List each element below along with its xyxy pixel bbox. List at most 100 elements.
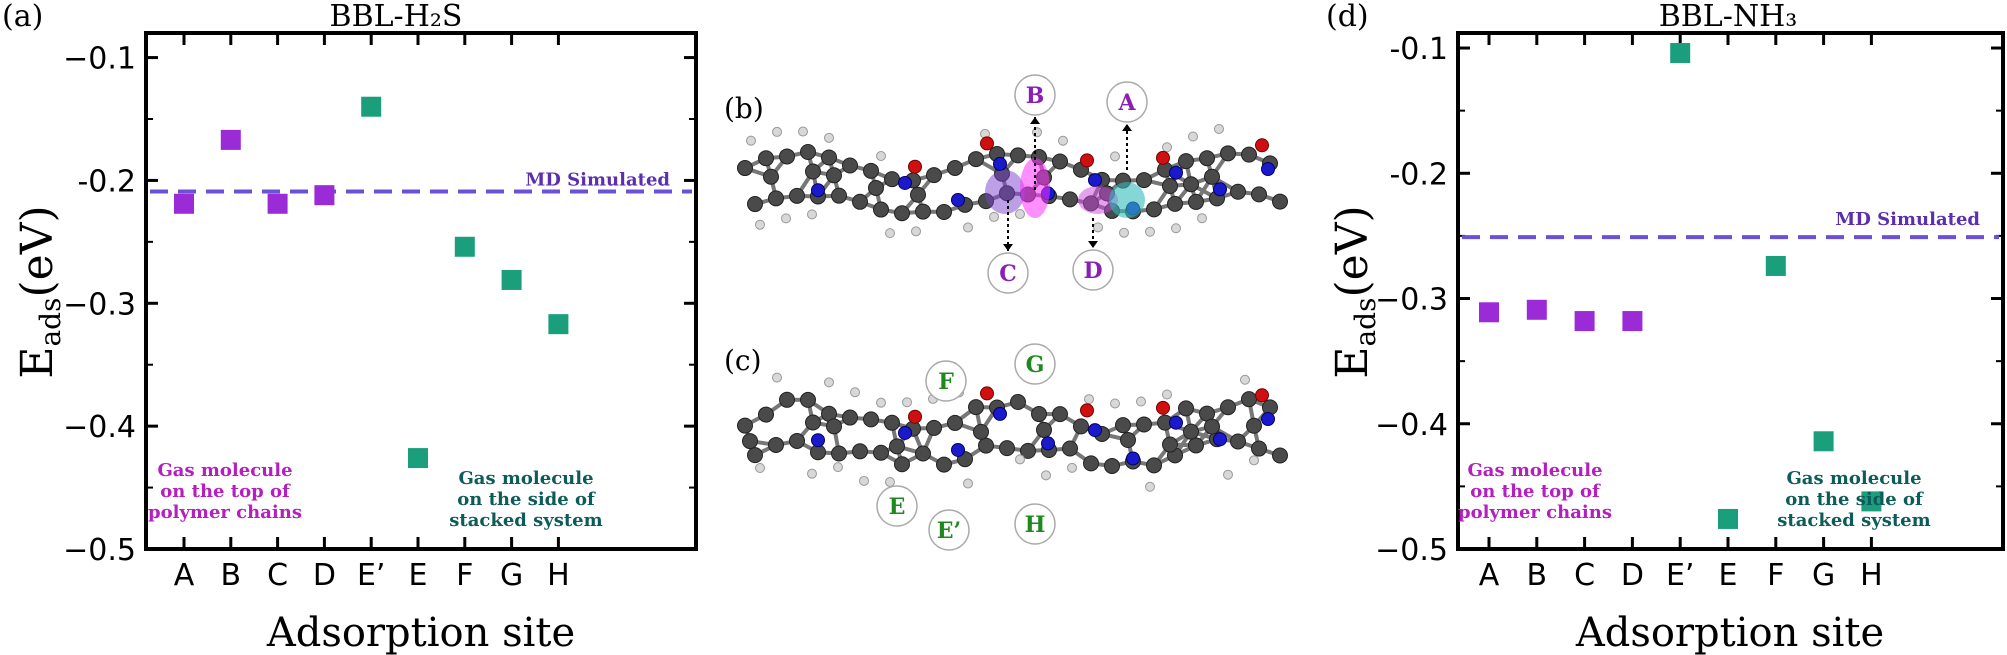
carbon-atom [889,438,905,455]
site-marker-B: B [1014,74,1056,190]
carbon-atom [1272,193,1288,210]
carbon-atom [1204,418,1220,435]
hydrogen-atom [1110,398,1120,409]
carbon-atom [789,432,805,449]
site-label: F [938,369,954,395]
site-d-highlight [1078,186,1118,214]
hydrogen-atom [1015,209,1025,220]
hydrogen-atom [1249,455,1259,466]
carbon-atom [826,167,842,184]
hydrogen-atom [755,462,765,473]
hydrogen-atom [781,213,791,224]
data-point-A [174,193,194,214]
annotation-line: Gas molecule [1786,468,1921,489]
carbon-atom [852,443,868,460]
site-label: B [1026,83,1045,109]
hydrogen-atom [1240,374,1250,385]
hydrogen-atom [989,211,999,222]
atoms [737,124,1288,239]
oxygen-atom [980,386,994,401]
oxygen-atom [1156,400,1170,415]
carbon-atom [1230,183,1246,200]
hydrogen-atom [1032,127,1042,138]
carbon-atom [831,187,847,204]
site-marker-G: G [1014,343,1056,385]
carbon-atom [842,409,858,426]
site-label: E’ [937,518,961,544]
site-marker-E-prime: E’ [928,509,970,551]
carbon-atom [999,440,1015,457]
carbon-atom [1162,436,1178,453]
y-tick-label: −0.5 [1375,533,1448,568]
hydrogen-atom [1223,469,1233,480]
nitrogen-atom [1169,165,1183,180]
annotation-line: Gas molecule [157,460,292,481]
molecule-c [737,372,1288,492]
carbon-atom [873,201,889,218]
x-tick-label: C [1574,558,1595,593]
data-point-G [501,269,522,290]
x-tick-label: E [409,558,428,593]
site-circle [1014,503,1056,545]
x-tick-label: D [313,558,336,593]
carbon-atom [915,445,931,462]
site-arrowhead [1030,117,1040,124]
nitrogen-atom [1041,436,1055,451]
hydrogen-atom [772,372,782,383]
annotation-line: on the side of [457,489,596,510]
nitrogen-atom [1213,432,1227,447]
carbon-atom [868,179,884,196]
data-point-G [1813,431,1834,452]
oxygen-atom [908,159,922,174]
data-point-F [454,236,475,257]
nitrogen-atom [898,425,912,440]
x-tick-label: H [1860,558,1883,593]
nitrogen-atom [1169,415,1183,430]
carbon-atom [873,444,889,461]
carbon-atom [1104,457,1120,474]
carbon-atom [805,163,821,180]
x-tick-label: E’ [357,558,386,593]
y-tick-label: -0.2 [77,164,136,199]
panel-a-title: BBL-H₂S [330,0,463,34]
carbon-atom [1178,153,1194,170]
carbon-atom [1251,440,1267,457]
x-tick-label: E’ [1666,558,1695,593]
hydrogen-atom [1058,135,1068,146]
annotation-line: on the top of [1470,481,1601,502]
carbon-atom [747,196,763,213]
site-marker-E: E [876,485,918,527]
hydrogen-atom [885,476,895,487]
nitrogen-atom [993,156,1007,171]
x-tick-label: F [456,558,473,593]
annotation-line: stacked system [449,510,602,531]
hydrogen-atom [824,132,834,143]
carbon-atom [1073,418,1089,435]
carbon-atom [758,406,774,423]
carbon-atom [1062,191,1078,208]
site-label: G [1026,352,1045,378]
nitrogen-atom [1261,412,1275,427]
nitrogen-atom [811,433,825,448]
hydrogen-atom [850,387,860,398]
carbon-atom [1204,168,1220,185]
carbon-atom [1052,153,1068,170]
hydrogen-atom [876,397,886,408]
data-point-E [408,448,428,469]
y-tick-label: −0.1 [63,42,136,77]
site-marker-H: H [1014,503,1056,545]
panel-a-x-axis-label: Adsorption site [266,610,575,655]
carbon-atom [779,148,795,165]
site-circle [1072,249,1114,291]
panel-a-points [174,96,569,469]
data-point-D [1622,311,1643,332]
site-circle [876,485,918,527]
y-tick-label: -0.1 [1389,32,1448,67]
carbon-atom [1020,442,1036,459]
carbon-atom [1183,176,1199,193]
carbon-atom [831,445,847,462]
carbon-atom [737,417,753,434]
data-point-B [220,129,241,150]
